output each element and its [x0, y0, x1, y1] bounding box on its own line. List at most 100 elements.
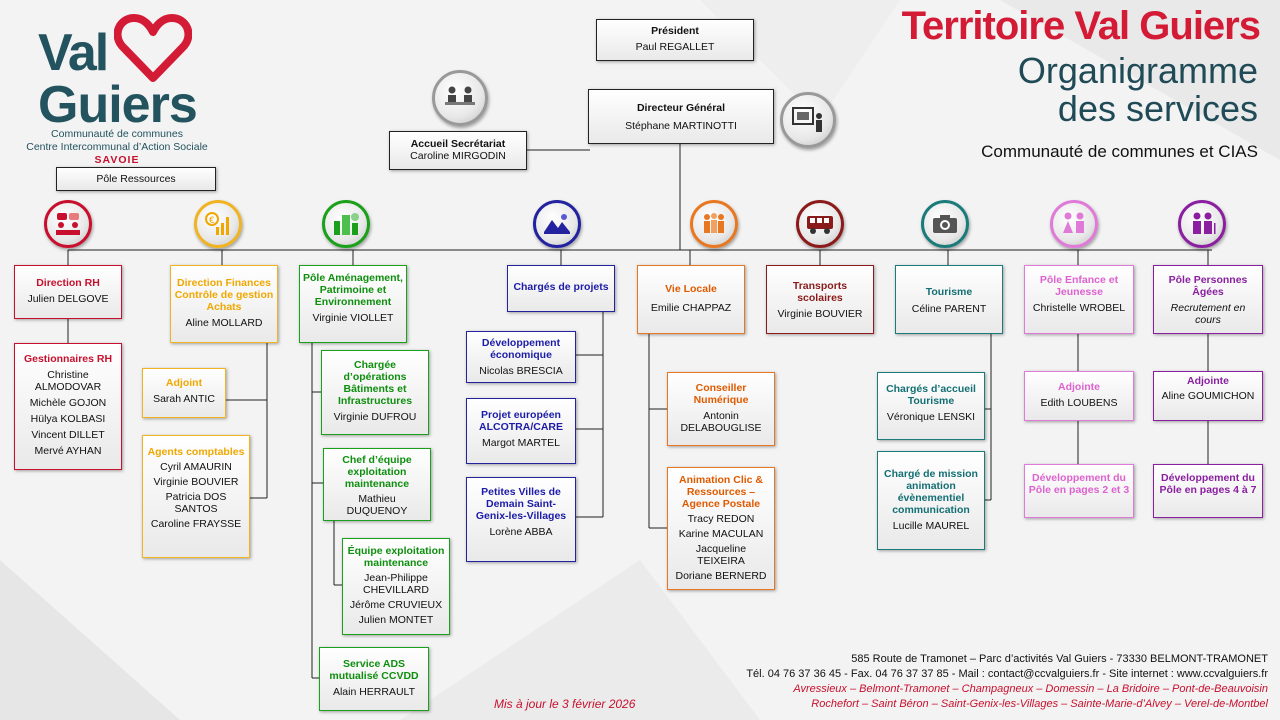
vie-locale-name: Emilie CHAPPAZ [650, 302, 732, 314]
gestionnaires-rh-title: Gestionnaires RH [23, 353, 113, 365]
elderly-couple-icon [1178, 200, 1226, 248]
equipe-exploitation-title: Équipe exploitation maintenance [347, 545, 445, 569]
service-ads-name: Alain HERRAULT [332, 686, 416, 698]
footer-communes-1: Avressieux – Belmont-Tramonet – Champagn… [793, 683, 1268, 695]
direction-finances-title: Direction Finances Contrôle de gestion A… [174, 277, 274, 313]
dev-eco-box: Développement économique Nicolas BRESCIA [466, 331, 576, 383]
chef-equipe-name: Mathieu DUQUENOY [346, 493, 408, 517]
pa-adjointe-name: Aline GOUMICHON [1161, 390, 1255, 402]
camera-icon [921, 200, 969, 248]
tourisme-title: Tourisme [925, 286, 973, 298]
vie-locale-box: Vie Locale Emilie CHAPPAZ [637, 265, 745, 334]
logo-sub1: Communauté de communes [51, 128, 183, 140]
conseiller-numerique-name: Antonin DELABOUGLISE [680, 410, 762, 434]
agents-comptables-title: Agents comptables [147, 446, 245, 458]
gestionnaires-rh-box: Gestionnaires RH Christine ALMODOVAR Mic… [14, 343, 122, 470]
pa-developpement-text: Développement du Pôle en pages 4 à 7 [1159, 472, 1257, 496]
pa-developpement-box: Développement du Pôle en pages 4 à 7 [1153, 464, 1263, 518]
bus-icon [796, 200, 844, 248]
page-title: Territoire Val Guiers [901, 4, 1261, 48]
charges-projets-box: Chargés de projets [507, 265, 615, 312]
community-icon [690, 200, 738, 248]
pole-amenagement-title: Pôle Aménagement, Patrimoine et Environn… [303, 272, 403, 308]
equipe-exploitation-box: Équipe exploitation maintenance Jean-Phi… [342, 538, 450, 635]
direction-finances-name: Aline MOLLARD [185, 317, 263, 329]
pa-adjointe-title: Adjointe [1187, 375, 1229, 387]
animation-clic-title: Animation Clic & Ressources – Agence Pos… [678, 474, 763, 510]
conseiller-numerique-box: Conseiller Numérique Antonin DELABOUGLIS… [667, 372, 775, 446]
chef-equipe-title: Chef d’équipe exploitation maintenance [342, 454, 412, 490]
agent-comptable-3: Patricia DOS SANTOS [165, 491, 227, 515]
enfance-developpement-box: Développement du Pôle en pages 2 et 3 [1024, 464, 1134, 518]
chargee-operations-title: Chargée d’opérations Bâtiments et Infras… [337, 359, 413, 407]
dev-eco-title: Développement économique [481, 337, 561, 361]
charges-accueil-title: Chargés d’accueil Tourisme [886, 383, 976, 407]
charge-mission-box: Chargé de mission animation évènementiel… [877, 451, 985, 550]
pole-amenagement-box: Pôle Aménagement, Patrimoine et Environn… [299, 265, 407, 343]
pole-pa-title: Pôle Personnes Âgées [1168, 274, 1248, 298]
heart-logo-icon [114, 14, 192, 82]
equipe-member-1: Jean-Philippe CHEVILLARD [363, 572, 429, 596]
gestionnaire-rh-3: Hülya KOLBASI [30, 413, 106, 425]
petites-villes-name: Lorène ABBA [489, 526, 553, 538]
animation-clic-4: Doriane BERNERD [675, 570, 767, 582]
subtitle-line-2: des services [1057, 88, 1258, 129]
svg-text:€: € [209, 216, 215, 226]
agent-comptable-1: Cyril AMAURIN [160, 461, 232, 473]
enfance-adjointe-box: Adjointe Edith LOUBENS [1024, 371, 1134, 421]
tourisme-name: Céline PARENT [911, 303, 987, 315]
gestionnaire-rh-2: Michèle GOJON [29, 397, 107, 409]
meeting-icon [44, 200, 92, 248]
equipe-member-2: Jérôme CRUVIEUX [349, 599, 443, 611]
finances-adjoint-name: Sarah ANTIC [153, 393, 215, 405]
footer-address: 585 Route de Tramonet – Parc d’activités… [851, 653, 1268, 665]
charges-accueil-box: Chargés d’accueil Tourisme Véronique LEN… [877, 372, 985, 440]
pole-enfance-box: Pôle Enfance et Jeunesse Christelle WROB… [1024, 265, 1134, 334]
animation-clic-1: Tracy REDON [687, 513, 755, 525]
president-title: Président [651, 25, 699, 37]
city-icon [322, 200, 370, 248]
projet-europeen-name: Margot MARTEL [482, 437, 560, 449]
pole-amenagement-name: Virginie VIOLLET [312, 312, 394, 324]
presentation-icon [780, 92, 836, 148]
service-ads-box: Service ADS mutualisé CCVDD Alain HERRAU… [319, 647, 429, 711]
animation-clic-box: Animation Clic & Ressources – Agence Pos… [667, 467, 775, 590]
accueil-box: Accueil Secrétariat Caroline MIRGODIN [389, 131, 527, 170]
pole-enfance-title: Pôle Enfance et Jeunesse [1039, 274, 1119, 298]
gestionnaire-rh-5: Mervé AYHAN [34, 445, 102, 457]
chargee-operations-box: Chargée d’opérations Bâtiments et Infras… [321, 350, 429, 435]
finance-icon: € [194, 200, 242, 248]
landscape-icon [533, 200, 581, 248]
accueil-title: Accueil Secrétariat [410, 138, 506, 150]
enfance-adjointe-title: Adjointe [1058, 381, 1100, 393]
footer: 585 Route de Tramonet – Parc d’activités… [746, 652, 1268, 712]
pole-ressources-label: Pôle Ressources [96, 173, 176, 185]
page-subtitle: Organigramme des services [1018, 52, 1258, 128]
direction-rh-title: Direction RH [36, 277, 100, 289]
dg-box: Directeur Général Stéphane MARTINOTTI [588, 89, 774, 144]
projet-europeen-title: Projet européen ALCOTRA/CARE [479, 409, 563, 433]
projet-europeen-box: Projet européen ALCOTRA/CARE Margot MART… [466, 398, 576, 464]
footer-communes-2: Rochefort – Saint Béron – Saint-Genix-le… [811, 698, 1268, 710]
agents-comptables-box: Agents comptables Cyril AMAURIN Virginie… [142, 435, 250, 558]
chef-equipe-box: Chef d’équipe exploitation maintenance M… [323, 448, 431, 521]
tourisme-box: Tourisme Céline PARENT [895, 265, 1003, 334]
animation-clic-2: Karine MACULAN [678, 528, 764, 540]
children-icon [1050, 200, 1098, 248]
pole-enfance-name: Christelle WROBEL [1032, 302, 1126, 314]
direction-rh-name: Julien DELGOVE [27, 293, 109, 305]
enfance-adjointe-name: Edith LOUBENS [1040, 397, 1118, 409]
update-date: Mis à jour le 3 février 2026 [494, 697, 636, 711]
charge-mission-title: Chargé de mission animation évènementiel… [884, 468, 978, 516]
animation-clic-3: Jacqueline TEIXEIRA [695, 543, 747, 567]
page-caption: Communauté de communes et CIAS [981, 142, 1258, 161]
enfance-developpement-text: Développement du Pôle en pages 2 et 3 [1028, 472, 1130, 496]
dev-eco-name: Nicolas BRESCIA [479, 365, 563, 377]
chargee-operations-name: Virginie DUFROU [333, 411, 417, 423]
charges-accueil-name: Véronique LENSKI [886, 411, 976, 423]
logo-text-val: Val [38, 24, 109, 82]
direction-finances-box: Direction Finances Contrôle de gestion A… [170, 265, 278, 343]
vie-locale-title: Vie Locale [665, 283, 717, 295]
pa-adjointe-box: Adjointe Aline GOUMICHON [1153, 371, 1263, 421]
